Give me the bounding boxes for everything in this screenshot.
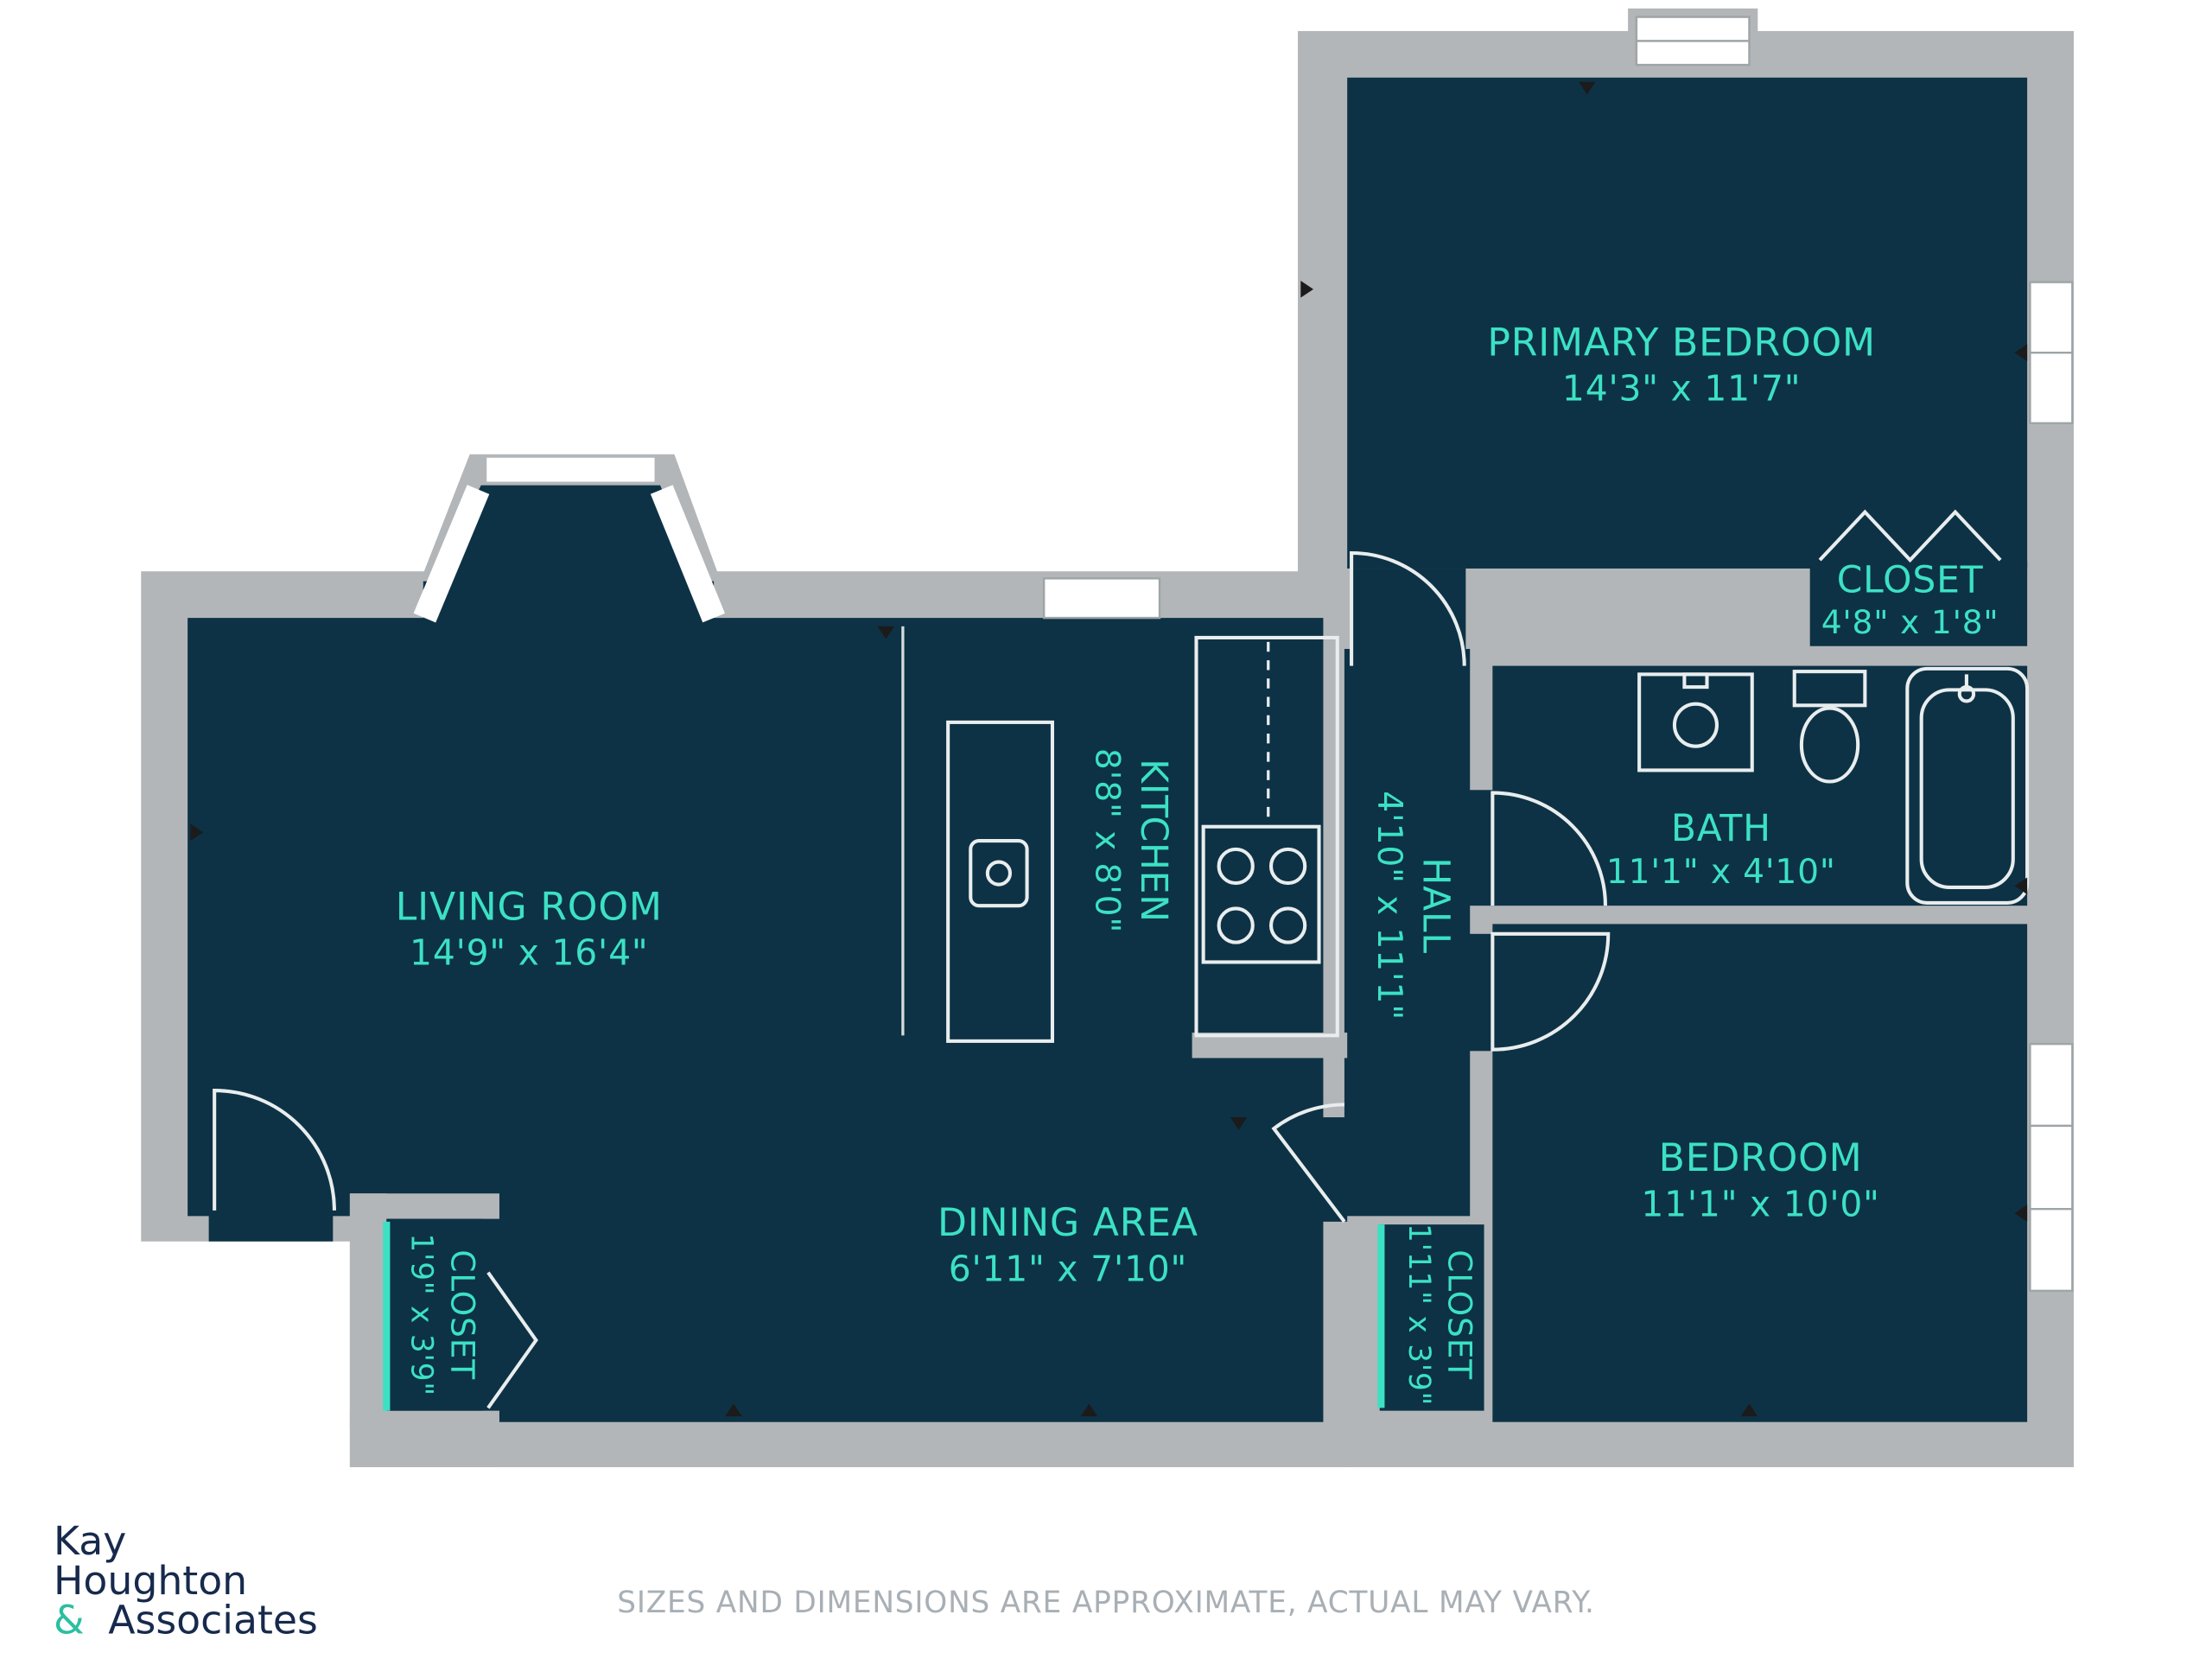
bedroom-name: BEDROOM [1659, 1136, 1863, 1180]
burner-3 [1217, 906, 1255, 944]
bathtub-inner [1919, 688, 2015, 889]
brand-associates: Associates [108, 1598, 318, 1643]
bath-dims: 11'1" x 4'10" [1606, 853, 1836, 892]
left-closet-bifold-door [486, 1271, 538, 1409]
stove [1201, 824, 1321, 964]
hall-closet-label: CLOSET 1'11" x 3'9" [1402, 1224, 1479, 1406]
bedroom-door-swing [1491, 931, 1611, 1052]
left-closet-wall-bottom [349, 1410, 499, 1467]
hall-name: HALL [1414, 857, 1456, 953]
bay-window-pane-right [650, 485, 725, 623]
brand-line-1: Kay [54, 1518, 126, 1564]
burner-1 [1217, 847, 1255, 886]
disclaimer-text: SIZES AND DIMENSIONS ARE APPROXIMATE, AC… [617, 1586, 1594, 1620]
primary-closet-dims: 4'8" x 1'8" [1821, 603, 1999, 641]
kitchen-dims: 8'8" x 8'0" [1088, 748, 1127, 933]
room-labels: PRIMARY BEDROOM 14'3" x 11'7" CLOSET 4'8… [396, 321, 1999, 1406]
kitchen-island [946, 720, 1054, 1043]
tick [2014, 1205, 2028, 1222]
dining-area-name: DINING AREA [938, 1201, 1198, 1245]
kitchen-name: KITCHEN [1132, 759, 1174, 923]
tick [1230, 1117, 1248, 1130]
kitchen-fixtures [901, 626, 1339, 1043]
hall-door-swing [1271, 1103, 1346, 1224]
doors [213, 509, 2002, 1411]
tick [1578, 81, 1596, 95]
bath-fixtures [1637, 666, 2030, 905]
dining-area-dims: 6'11" x 7'10" [949, 1248, 1187, 1289]
tick [2014, 344, 2028, 361]
hall-door-opening [1320, 1117, 1348, 1222]
primary-bedroom-name: PRIMARY BEDROOM [1487, 321, 1875, 365]
brand-logo: Kay Houghton & Associates [54, 1518, 318, 1643]
bathtub-outer [1905, 666, 2030, 905]
tick [1080, 1403, 1098, 1417]
bath-door-swing [1491, 791, 1607, 906]
living-room-name: LIVING ROOM [396, 885, 663, 929]
island-sink-basin [969, 839, 1029, 908]
bath-door-opening [1466, 790, 1493, 906]
left-closet [349, 1193, 499, 1467]
windows [413, 16, 2074, 1293]
hall-floor [1344, 649, 1471, 1217]
primary-door-swing [1350, 550, 1466, 666]
hall-closet-name: CLOSET [1441, 1249, 1479, 1380]
kitchen-window [1042, 577, 1161, 620]
left-closet-label: CLOSET 1'9" x 3'9" [404, 1233, 482, 1396]
bath-name: BATH [1671, 808, 1771, 850]
tick [877, 626, 895, 639]
tick [725, 1403, 742, 1417]
primary-bedroom-floor [1347, 77, 2028, 569]
tick [1740, 1403, 1758, 1417]
hall-closet-dims: 1'11" x 3'9" [1402, 1224, 1436, 1406]
room-floors [188, 77, 2028, 1422]
bay-window-pane-left [413, 485, 490, 623]
toilet-tank [1792, 670, 1867, 708]
primary-closet-bifold-door [1818, 509, 2002, 563]
bedroom-dims: 11'1" x 10'0" [1641, 1183, 1879, 1224]
primary-bedroom-dims: 14'3" x 11'7" [1562, 368, 1801, 410]
island-sink [985, 860, 1013, 887]
tick [1300, 280, 1313, 298]
dimension-ticks [190, 81, 2028, 1417]
tick [190, 823, 204, 842]
left-closet-wall-left [349, 1193, 387, 1428]
bedroom-door-opening [1466, 933, 1493, 1052]
bedroom-right-window [2029, 1042, 2074, 1293]
primary-closet-name: CLOSET [1837, 560, 1984, 602]
primary-closet-floor [1809, 561, 2028, 646]
bath-sink [1672, 702, 1719, 748]
kitchen-counter [1194, 635, 1339, 1038]
bath-floor [1492, 665, 2028, 906]
bath-faucet [1682, 672, 1709, 690]
toilet-bowl [1799, 706, 1860, 784]
brand-ampersand: & [54, 1598, 85, 1643]
brand-line-3: & Associates [54, 1598, 318, 1643]
kitchen-label: KITCHEN 8'8" x 8'0" [1088, 748, 1174, 933]
left-closet-name: CLOSET [443, 1249, 481, 1380]
entry-door-opening [208, 1210, 334, 1242]
burner-2 [1268, 847, 1307, 886]
hall-closet-floor [1379, 1224, 1484, 1411]
tick [2014, 877, 2028, 895]
left-closet-floor [386, 1218, 483, 1411]
hall-label: HALL 4'10" x 11'1" [1370, 791, 1456, 1020]
burner-4 [1268, 906, 1307, 944]
living-room-dims: 14'9" x 16'4" [410, 932, 648, 974]
bay-window-floor [427, 485, 704, 590]
entry-door-swing [213, 1088, 336, 1211]
brand-line-2: Houghton [54, 1558, 247, 1604]
hall-dims: 4'10" x 11'1" [1370, 791, 1408, 1020]
left-closet-dims: 1'9" x 3'9" [404, 1233, 439, 1396]
